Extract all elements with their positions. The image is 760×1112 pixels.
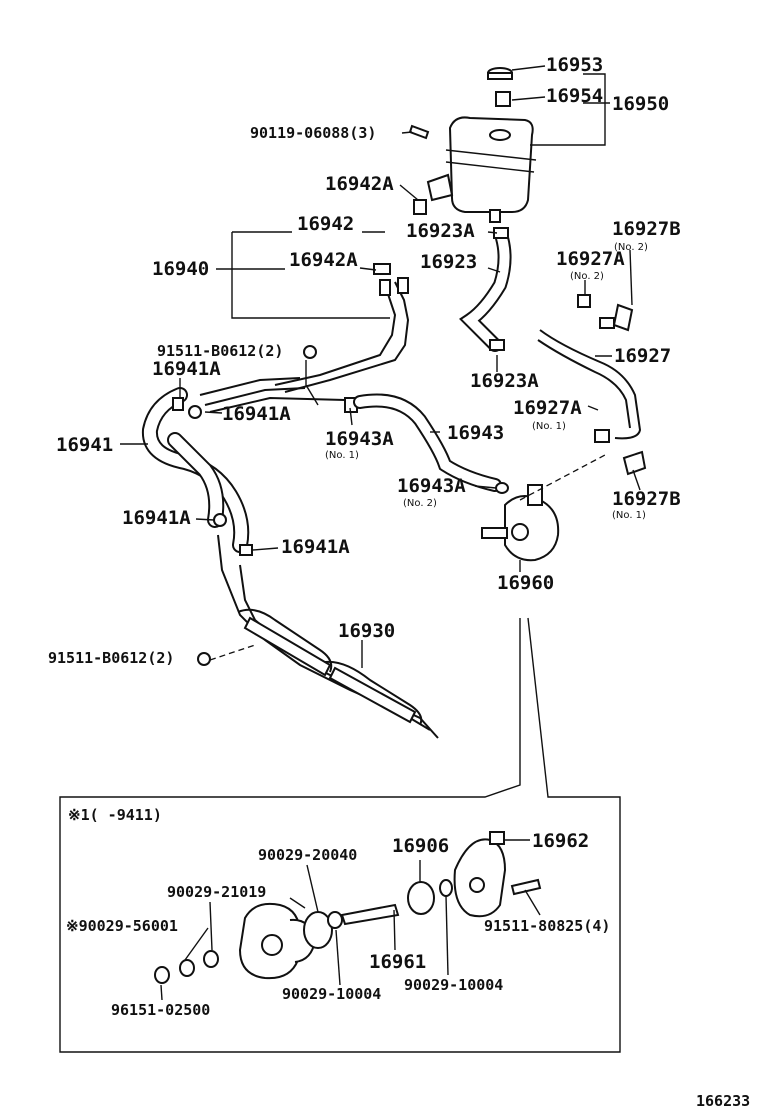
label-91511-b0612-bot: 91511-B0612(2) — [48, 649, 174, 667]
label-16943: 16943 — [447, 422, 504, 444]
label-16923: 16923 — [420, 251, 477, 273]
label-16943a-2: 16943A — [397, 475, 466, 497]
label-91511-b0612-top: 91511-B0612(2) — [157, 342, 283, 360]
reservoir-return-hose — [459, 227, 512, 352]
pump-exploded-view — [154, 831, 542, 1001]
label-16950: 16950 — [612, 93, 669, 115]
label-16906: 16906 — [392, 835, 449, 857]
label-90029-10004-b: 90029-10004 — [404, 976, 503, 994]
label-16942a-mid: 16942A — [289, 249, 358, 271]
label-16930: 16930 — [338, 620, 395, 642]
label-16953: 16953 — [546, 54, 603, 76]
label-16941a-3: 16941A — [122, 507, 191, 529]
label-90029-21019: 90029-21019 — [167, 883, 266, 901]
label-16927b-top: 16927B — [612, 218, 681, 240]
label-16927a-top: 16927A — [556, 248, 625, 270]
label-16940: 16940 — [152, 258, 209, 280]
label-16941a-1: 16941A — [152, 358, 221, 380]
label-16960: 16960 — [497, 572, 554, 594]
pressure-pipe — [537, 294, 647, 476]
label-91511-80825: 91511-80825(4) — [484, 917, 610, 935]
label-16962: 16962 — [532, 830, 589, 852]
suction-hose — [353, 393, 509, 494]
label-90029-56001: ※90029-56001 — [66, 917, 178, 935]
return-hoses — [141, 377, 358, 556]
label-16942a-top: 16942A — [325, 173, 394, 195]
label-16927a-top-note: (No. 2) — [570, 271, 604, 282]
label-16923a-bot: 16923A — [470, 370, 539, 392]
label-16941: 16941 — [56, 434, 113, 456]
label-16927b-bot-note: (No. 1) — [612, 510, 646, 521]
label-16923a-top: 16923A — [406, 220, 475, 242]
oil-cooler — [217, 534, 439, 739]
part-labels: 16953 16954 16950 90119-06088(3) 16942A … — [48, 54, 750, 1110]
label-16927: 16927 — [614, 345, 671, 367]
reservoir-tank — [408, 67, 537, 223]
label-inset-note: ※1( -9411) — [68, 806, 162, 824]
label-16943a-1-note: (No. 1) — [325, 450, 359, 461]
label-16943a-1: 16943A — [325, 428, 394, 450]
label-90029-20040: 90029-20040 — [258, 846, 357, 864]
label-16941a-4: 16941A — [281, 536, 350, 558]
label-16943a-2-note: (No. 2) — [403, 498, 437, 509]
label-16927b-bot: 16927B — [612, 488, 681, 510]
label-16954: 16954 — [546, 85, 603, 107]
label-90029-10004-a: 90029-10004 — [282, 985, 381, 1003]
figure-number: 166233 — [696, 1092, 750, 1110]
label-16927a-mid-note: (No. 1) — [532, 421, 566, 432]
label-96151-02500: 96151-02500 — [111, 1001, 210, 1019]
label-16942: 16942 — [297, 213, 354, 235]
label-16927b-top-note: (No. 2) — [614, 242, 648, 253]
bolt-symbol-top — [303, 345, 317, 359]
label-90119-06088: 90119-06088(3) — [250, 124, 376, 142]
bolt-symbol-bot — [197, 652, 211, 666]
power-steering-pump — [481, 484, 560, 562]
label-16961: 16961 — [369, 951, 426, 973]
upper-hoses — [274, 198, 427, 393]
leader-lines — [59, 65, 641, 1053]
label-16941a-2: 16941A — [222, 403, 291, 425]
label-16927a-mid: 16927A — [513, 397, 582, 419]
